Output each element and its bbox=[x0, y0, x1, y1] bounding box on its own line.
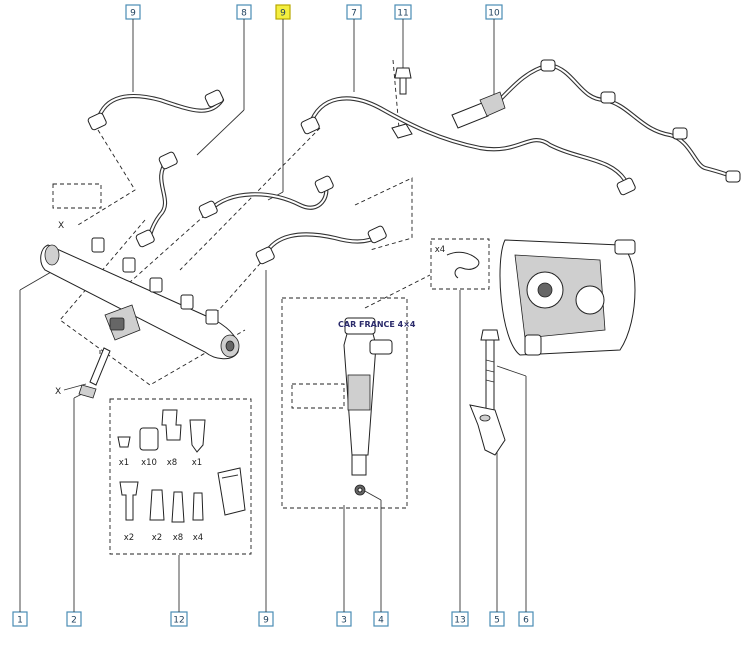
callout-4-label: 4 bbox=[378, 616, 384, 626]
pipe-nuts bbox=[87, 59, 741, 265]
callout-9-top-left-label: 9 bbox=[130, 9, 136, 19]
callout-1-bottom[interactable]: 1 bbox=[12, 611, 28, 627]
callout-13-label: 13 bbox=[454, 616, 465, 626]
callout-11-top[interactable]: 11 bbox=[394, 4, 412, 20]
callout-10-label: 10 bbox=[488, 9, 500, 19]
watermark: CAR FRANCE 4×4 bbox=[338, 320, 416, 329]
callout-9-top-highlighted[interactable]: 9 bbox=[275, 4, 291, 20]
callout-12-label: 12 bbox=[173, 616, 184, 626]
qty-2-2: x2 bbox=[152, 533, 162, 543]
callout-6-label: 6 bbox=[523, 616, 529, 626]
qty-2-3: x8 bbox=[173, 533, 183, 543]
high-pressure-pipes bbox=[95, 62, 738, 258]
qty-1-1: x1 bbox=[119, 458, 129, 468]
callout-1-label: 1 bbox=[17, 616, 23, 626]
callout-4-bottom[interactable]: 4 bbox=[373, 611, 389, 627]
bracket-bolt bbox=[391, 67, 413, 139]
callout-13-bottom[interactable]: 13 bbox=[451, 611, 469, 627]
leader-lines bbox=[19, 19, 527, 612]
callout-5-label: 5 bbox=[494, 616, 500, 626]
callout-5-bottom[interactable]: 5 bbox=[489, 611, 505, 627]
qty-2-4: x4 bbox=[193, 533, 203, 543]
callout-12-bottom[interactable]: 12 bbox=[170, 611, 188, 627]
axis-x-mark-1: X bbox=[58, 221, 64, 231]
callout-3-label: 3 bbox=[341, 616, 347, 626]
callout-2-label: 2 bbox=[71, 616, 77, 626]
callout-8-label: 8 bbox=[241, 9, 247, 19]
callout-9-bottom[interactable]: 9 bbox=[258, 611, 274, 627]
pressure-sensor bbox=[451, 91, 506, 129]
callout-8-top[interactable]: 8 bbox=[236, 4, 252, 20]
qty-1-4: x1 bbox=[192, 458, 202, 468]
clip-quantity: x4 bbox=[435, 245, 445, 255]
axis-x-mark-2: X bbox=[55, 387, 61, 397]
fuel-pump bbox=[499, 239, 636, 356]
fuel-rail bbox=[40, 237, 240, 360]
callout-10-top[interactable]: 10 bbox=[485, 4, 503, 20]
callout-9-top-left[interactable]: 9 bbox=[125, 4, 141, 20]
qty-1-3: x8 bbox=[167, 458, 177, 468]
long-bolt bbox=[480, 329, 500, 411]
qty-2-1: x2 bbox=[124, 533, 134, 543]
callout-9-bottom-label: 9 bbox=[263, 616, 269, 626]
clip-part: x4 bbox=[435, 245, 480, 279]
callout-6-bottom[interactable]: 6 bbox=[518, 611, 534, 627]
injector-clamp bbox=[469, 404, 506, 456]
fuel-injector bbox=[343, 317, 393, 496]
seal-kit: x1 x10 x8 x1 x2 x2 x8 x4 bbox=[117, 409, 246, 543]
callout-3-bottom[interactable]: 3 bbox=[336, 611, 352, 627]
callout-11-label: 11 bbox=[397, 9, 408, 19]
rail-bolt bbox=[78, 347, 111, 399]
qty-1-2: x10 bbox=[141, 458, 157, 468]
callout-2-bottom[interactable]: 2 bbox=[66, 611, 82, 627]
callout-7-top[interactable]: 7 bbox=[346, 4, 362, 20]
callout-7-label: 7 bbox=[351, 9, 357, 19]
callout-9-highlight-label: 9 bbox=[280, 9, 286, 19]
